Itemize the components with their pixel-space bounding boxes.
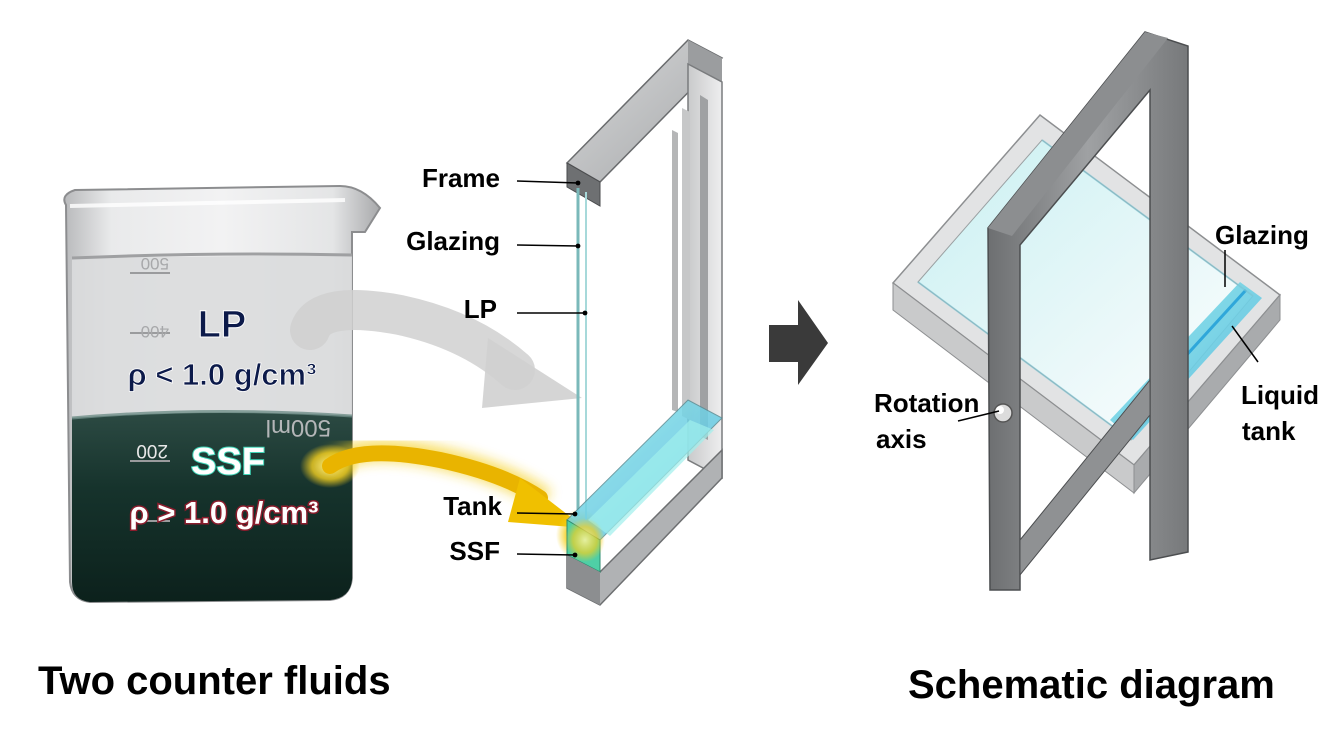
label-frame: Frame (422, 163, 500, 193)
label-schematic-glazing: Glazing (1215, 220, 1309, 250)
label-tank: Tank (443, 491, 502, 521)
schematic-leaders (957, 250, 1259, 422)
caption-right: Schematic diagram (908, 663, 1275, 707)
label-rotation-line2: axis (876, 424, 927, 454)
schematic-diagram (891, 31, 1282, 591)
caption-left: Two counter fluids (38, 659, 391, 703)
scale-mark-400: 400 (141, 322, 169, 341)
ssf-liquid (72, 412, 352, 602)
ssf-density: ρ > 1.0 g/cm³ (130, 495, 319, 530)
lp-density: ρ < 1.0 g/cm³ (128, 357, 317, 392)
label-lp: LP (464, 294, 497, 324)
window-section (565, 39, 724, 606)
lp-liquid (72, 255, 352, 420)
lp-arrow (290, 290, 582, 408)
lp-label: LP (198, 304, 247, 346)
label-glazing: Glazing (406, 226, 500, 256)
beaker-scale (130, 272, 170, 522)
ssf-label: SSF (191, 441, 265, 483)
process-arrow (769, 300, 828, 385)
scale-mark-500: 500 (141, 254, 169, 273)
beaker-photo: 500 400 200 500ml LP ρ < 1.0 g/cm³ SSF ρ… (63, 184, 382, 604)
label-ssf: SSF (449, 536, 500, 566)
label-liquid-line2: tank (1242, 416, 1296, 446)
scale-mark-200: 200 (136, 440, 168, 461)
window-leaders (516, 180, 588, 558)
label-liquid-line1: Liquid (1241, 380, 1319, 410)
label-rotation-line1: Rotation (874, 388, 979, 418)
volume-text: 500ml (266, 414, 331, 441)
ssf-arrow (300, 439, 604, 561)
